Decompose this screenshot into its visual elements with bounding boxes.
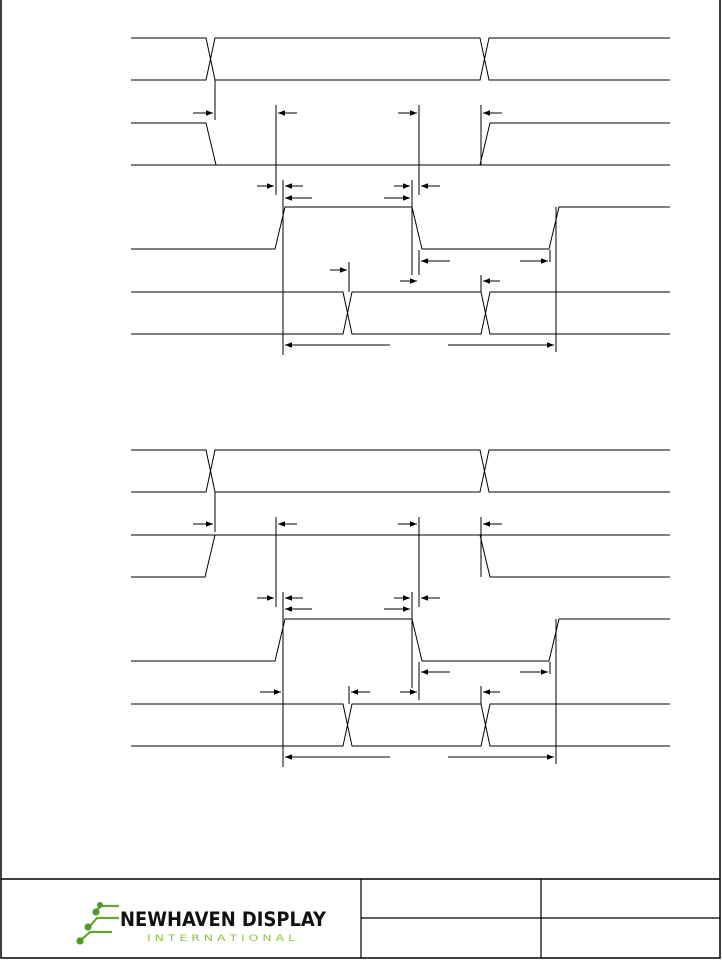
- circuit-node-icon: [76, 902, 103, 945]
- title-block: [1, 878, 720, 958]
- signal-2-waveform: [131, 534, 670, 578]
- signal-2-waveform: [131, 122, 670, 166]
- signal-3-waveform: [131, 206, 670, 250]
- logo-wordmark: NEWHAVEN DISPLAY: [120, 908, 327, 931]
- circuit-trace-icon: [81, 904, 119, 940]
- signal-4-waveform: [131, 703, 670, 747]
- signal-3-waveform: [131, 618, 670, 662]
- reference-lines-2: [214, 492, 557, 767]
- timing-arrows-1: [193, 110, 554, 348]
- logo-subtitle: I N T E R N A T I O N A L: [147, 934, 295, 944]
- timing-arrows-2: [193, 521, 554, 760]
- newhaven-logo: NEWHAVEN DISPLAY I N T E R N A T I O N A…: [76, 902, 327, 945]
- signal-1-waveform: [131, 449, 670, 493]
- signal-1-waveform: [131, 37, 670, 81]
- reference-lines-1: [214, 80, 557, 355]
- timing-diagram-2: [131, 449, 670, 767]
- signal-4-waveform: [131, 291, 670, 335]
- timing-diagram-1: [131, 37, 670, 355]
